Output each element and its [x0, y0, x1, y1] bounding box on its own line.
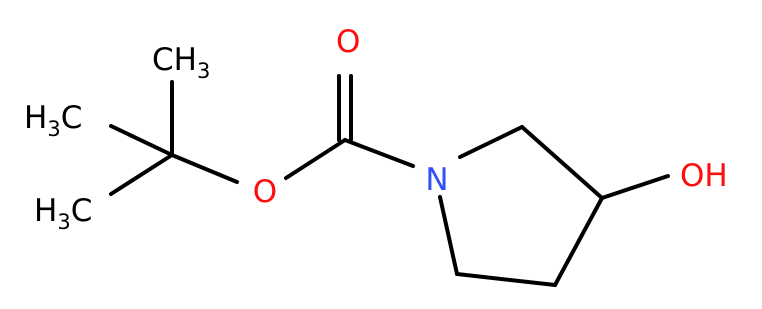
- bond-c3-to-hydroxyl: [600, 174, 670, 200]
- ester-oxygen-label: O: [253, 174, 277, 210]
- methyl-left-lower-label: H3C: [34, 193, 92, 234]
- bonds: [109, 74, 670, 287]
- nitrogen-label: N: [425, 162, 448, 198]
- bond-c3-to-c4: [553, 196, 604, 287]
- methyl-left-upper-label: H3C: [24, 100, 82, 141]
- bond-c4-to-c5: [455, 272, 557, 287]
- bond-quaternary-carbon-to-methyl-left-upper: [109, 124, 174, 157]
- bond-quaternary-carbon-to-methyl-left-lower: [109, 153, 174, 196]
- bond-quaternary-carbon-to-ester-oxygen: [170, 153, 239, 184]
- carbonyl-oxygen-label: O: [336, 24, 360, 60]
- methyl-top-label: CH3: [152, 42, 210, 83]
- bond-c2-to-c3: [520, 125, 604, 200]
- bond-carbonyl-carbon-to-nitrogen: [343, 138, 415, 168]
- bond-ester-oxygen-to-carbonyl-carbon: [284, 138, 347, 180]
- bond-c5-to-nitrogen: [438, 195, 459, 276]
- hydroxyl-label: OH: [680, 158, 728, 194]
- atom-labels: CH3 H3C H3C O O N OH: [24, 24, 728, 234]
- bond-nitrogen-to-c2: [458, 125, 524, 159]
